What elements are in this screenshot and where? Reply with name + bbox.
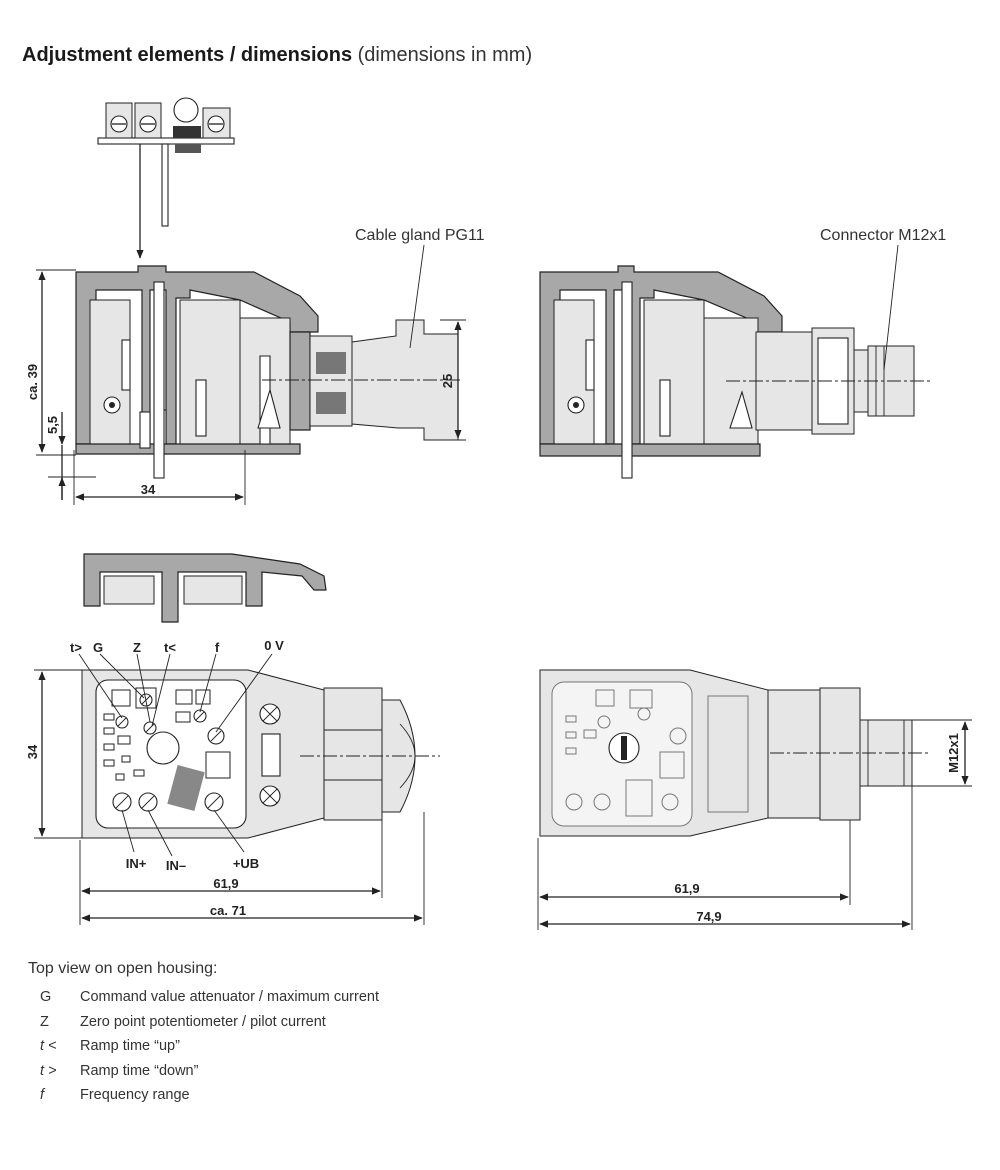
pcb-detail [97, 97, 235, 259]
legend-item: Z Zero point potentiometer / pilot curre… [28, 1010, 379, 1035]
dim-length-61-9-left: 61,9 [213, 876, 238, 891]
cable-gland-label: Cable gland PG11 [355, 227, 485, 244]
connector-label: Connector M12x1 [820, 227, 946, 244]
dim-offset-5-5: 5,5 [45, 416, 60, 434]
adjuster-t-gt: t> [70, 640, 82, 655]
adjuster-z: Z [133, 640, 141, 655]
legend-item: G Command value attenuator / maximum cur… [28, 985, 379, 1010]
terminals [112, 703, 281, 812]
dim-length-71: ca. 71 [210, 903, 246, 918]
legend-title: Top view on open housing: [28, 960, 218, 977]
heading-title: Adjustment elements / dimensions [22, 44, 353, 66]
top-view-open [34, 653, 440, 925]
page-heading: Adjustment elements / dimensions (dimens… [22, 44, 532, 67]
legend-symbol: t > [40, 1062, 57, 1079]
adjuster-t-lt: t< [164, 640, 176, 655]
legend-text: Ramp time “up” [80, 1038, 180, 1055]
terminal-in-minus: IN– [166, 858, 186, 873]
dim-thread-m12: M12x1 [946, 733, 961, 773]
adjuster-g: G [93, 640, 103, 655]
legend-text: Ramp time “down” [80, 1062, 199, 1079]
adjuster-f: f [215, 640, 220, 655]
terminal-block [105, 97, 231, 153]
dim-length-34: 34 [141, 482, 156, 497]
legend-symbol: G [40, 989, 52, 1006]
legend-symbol: t < [40, 1038, 57, 1055]
legend-text: Frequency range [80, 1087, 190, 1104]
top-view-m12 [537, 669, 972, 930]
side-view-pg11 [36, 244, 466, 505]
cover-profile [83, 553, 327, 623]
potentiometers [115, 693, 225, 745]
dim-gland-25: 25 [440, 374, 455, 388]
dim-length-74-9: 74,9 [696, 909, 721, 924]
dim-width-34: 34 [25, 744, 40, 759]
legend-item: t > Ramp time “down” [28, 1059, 379, 1084]
heading-unit-note: (dimensions in mm) [357, 44, 533, 66]
dim-height-39: ca. 39 [25, 364, 40, 400]
legend-text: Command value attenuator / maximum curre… [80, 989, 379, 1006]
legend-item: t < Ramp time “up” [28, 1034, 379, 1059]
legend-symbol: Z [40, 1013, 49, 1030]
legend-item: f Frequency range [28, 1083, 379, 1108]
dim-length-61-9-right: 61,9 [674, 881, 699, 896]
terminal-in-plus: IN+ [126, 856, 147, 871]
legend-text: Zero point potentiometer / pilot current [80, 1013, 326, 1030]
side-view-m12 [539, 244, 930, 479]
legend-list: G Command value attenuator / maximum cur… [28, 985, 379, 1108]
terminal-ub-plus: +UB [233, 856, 259, 871]
legend-symbol: f [40, 1087, 45, 1104]
adjuster-0v: 0 V [264, 638, 284, 653]
